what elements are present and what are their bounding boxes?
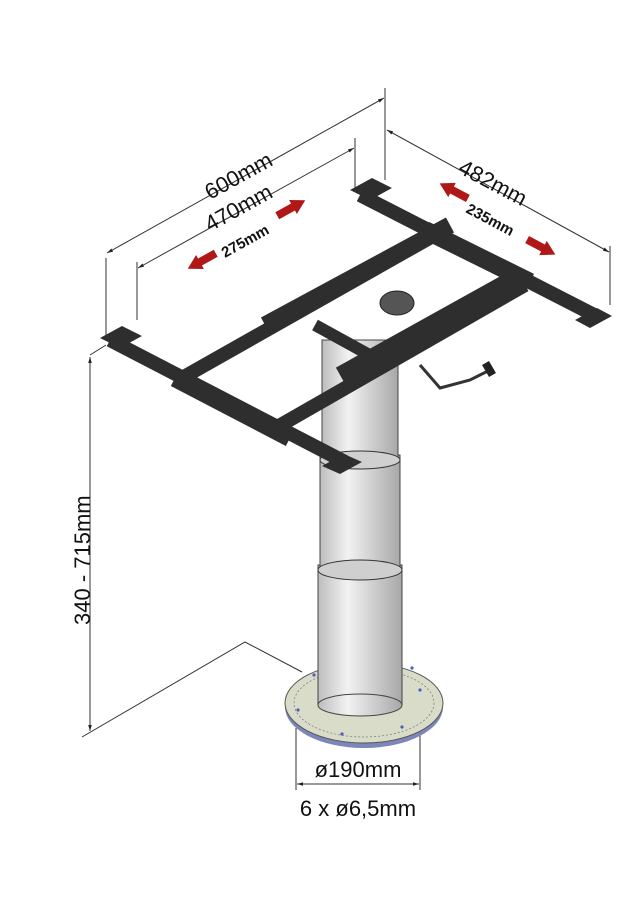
arrow-left-icon (439, 182, 470, 202)
slide-frame (100, 178, 612, 474)
label-mounting-holes: 6 x ø6,5mm (300, 796, 416, 821)
arrow-left-icon (187, 249, 218, 269)
label-height-range: 340 - 715mm (70, 495, 95, 625)
dimension-lines (81, 88, 611, 790)
arrow-right-icon (525, 236, 556, 256)
label-total-width: 482mm (455, 154, 532, 211)
crank-handle (418, 360, 496, 390)
label-slide-width: 235mm (463, 201, 517, 240)
slide-arrows (187, 182, 556, 269)
arrow-right-icon (275, 200, 306, 220)
label-base-diameter: ø190mm (315, 757, 402, 782)
